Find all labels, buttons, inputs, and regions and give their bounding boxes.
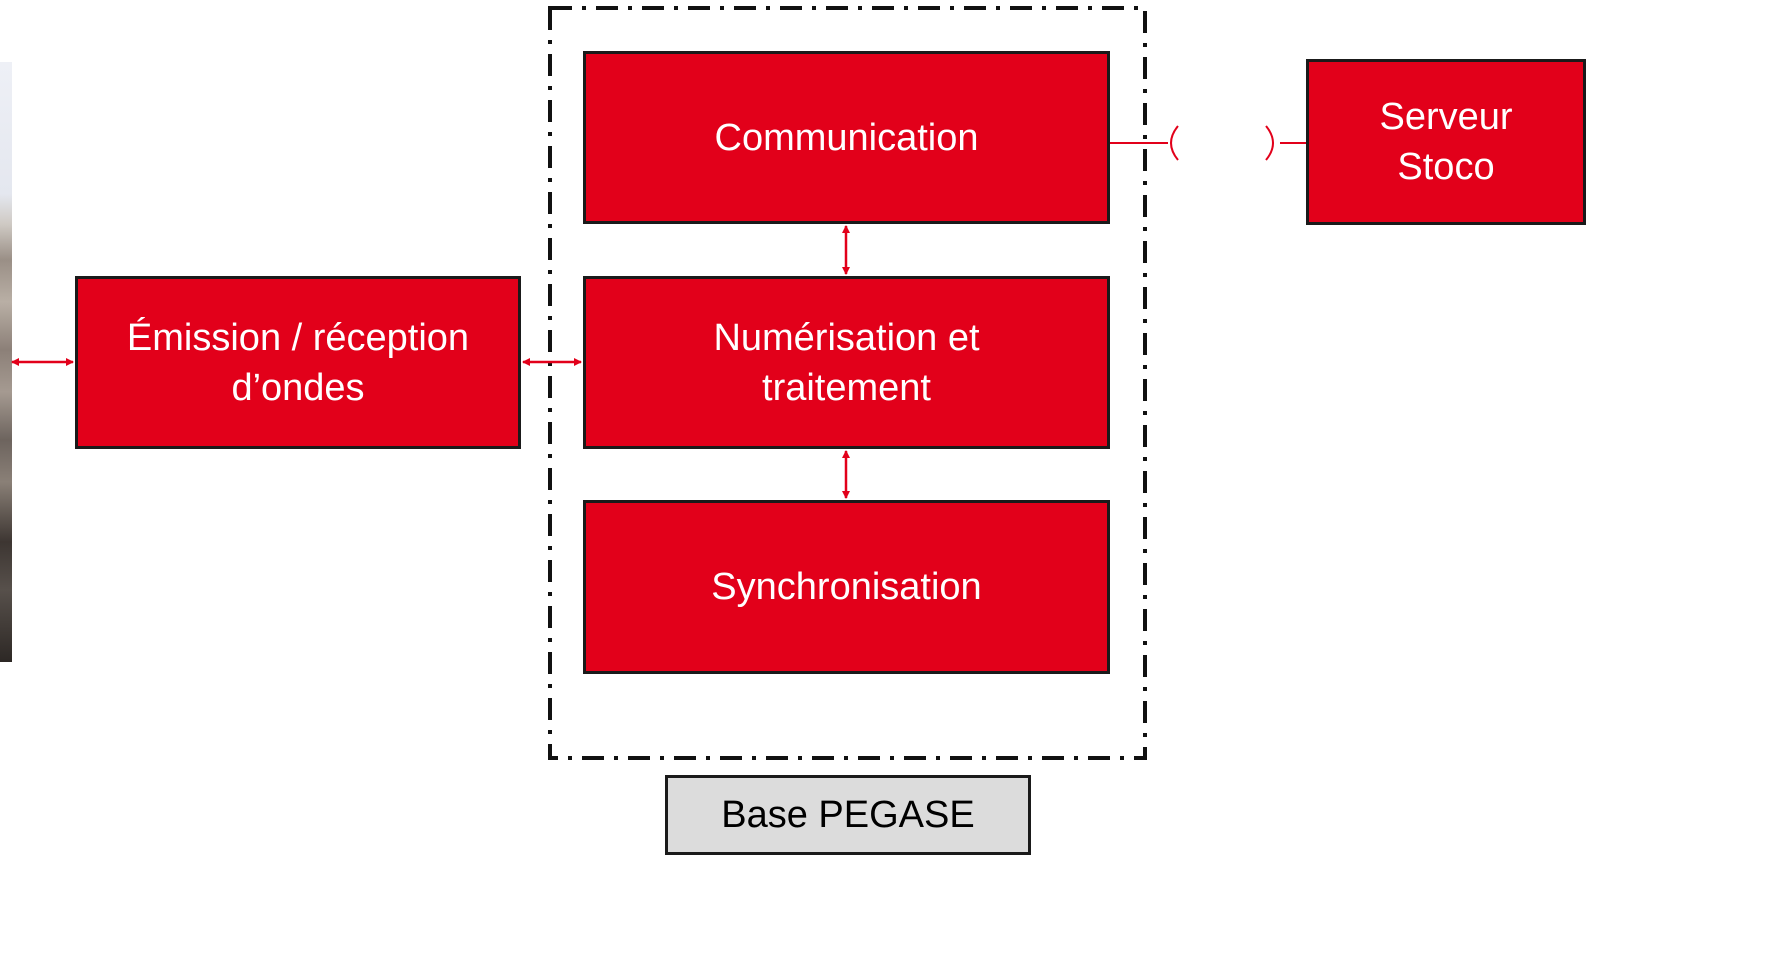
base-pegase-label: Base PEGASE bbox=[665, 775, 1031, 855]
socket-connector-left bbox=[1110, 125, 1179, 161]
numerisation-label-line-1: Numérisation et bbox=[713, 316, 980, 359]
emission-label-line-1: Émission / réception bbox=[126, 316, 470, 359]
serveur-stoco-block: Serveur Stoco bbox=[1306, 59, 1586, 225]
synchronisation-label: Synchronisation bbox=[711, 566, 982, 608]
synchronisation-block: Synchronisation bbox=[583, 500, 1110, 674]
cropped-photo bbox=[0, 62, 12, 662]
socket-connector-right bbox=[1265, 125, 1306, 161]
base-pegase-text: Base PEGASE bbox=[721, 793, 975, 836]
base-pegase-boundary bbox=[548, 6, 1147, 760]
communication-label: Communication bbox=[714, 116, 979, 159]
serveur-label-line-1: Serveur bbox=[1379, 96, 1513, 138]
numerisation-label-line-2: traitement bbox=[762, 366, 931, 409]
communication-block: Communication bbox=[583, 51, 1110, 224]
emission-reception-block: Émission / réception d’ondes bbox=[75, 276, 521, 449]
emission-label-line-2: d’ondes bbox=[231, 366, 365, 409]
serveur-label-line-2: Stoco bbox=[1397, 146, 1495, 188]
numerisation-traitement-block: Numérisation et traitement bbox=[583, 276, 1110, 449]
